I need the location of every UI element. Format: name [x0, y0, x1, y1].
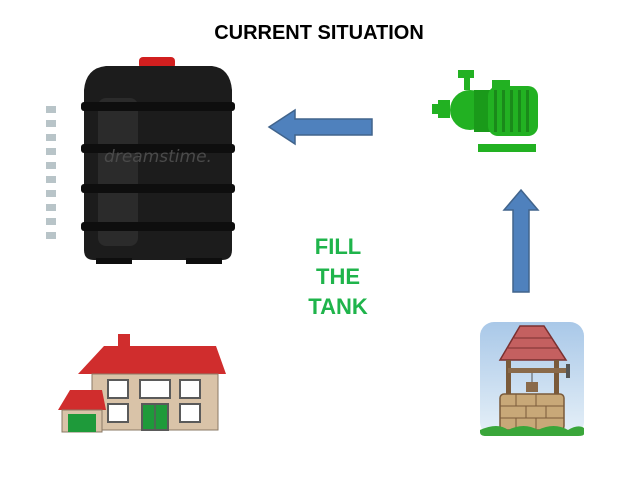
diagram-title: CURRENT SITUATION: [214, 22, 424, 44]
water-tank-icon: dreamstime.: [46, 57, 235, 264]
house-icon: [58, 334, 226, 433]
water-pump-icon: [432, 70, 538, 152]
water-well-icon: [480, 322, 584, 436]
up-arrow: [502, 188, 540, 293]
watermark-text: dreamstime.: [104, 147, 212, 167]
left-arrow: [267, 108, 373, 146]
level-gauge: [46, 106, 56, 239]
fill-the-tank-caption: FILL THE TANK: [283, 232, 393, 322]
caption-line: TANK: [308, 294, 368, 319]
caption-line: FILL: [314, 234, 362, 259]
caption-line: THE: [316, 264, 360, 289]
